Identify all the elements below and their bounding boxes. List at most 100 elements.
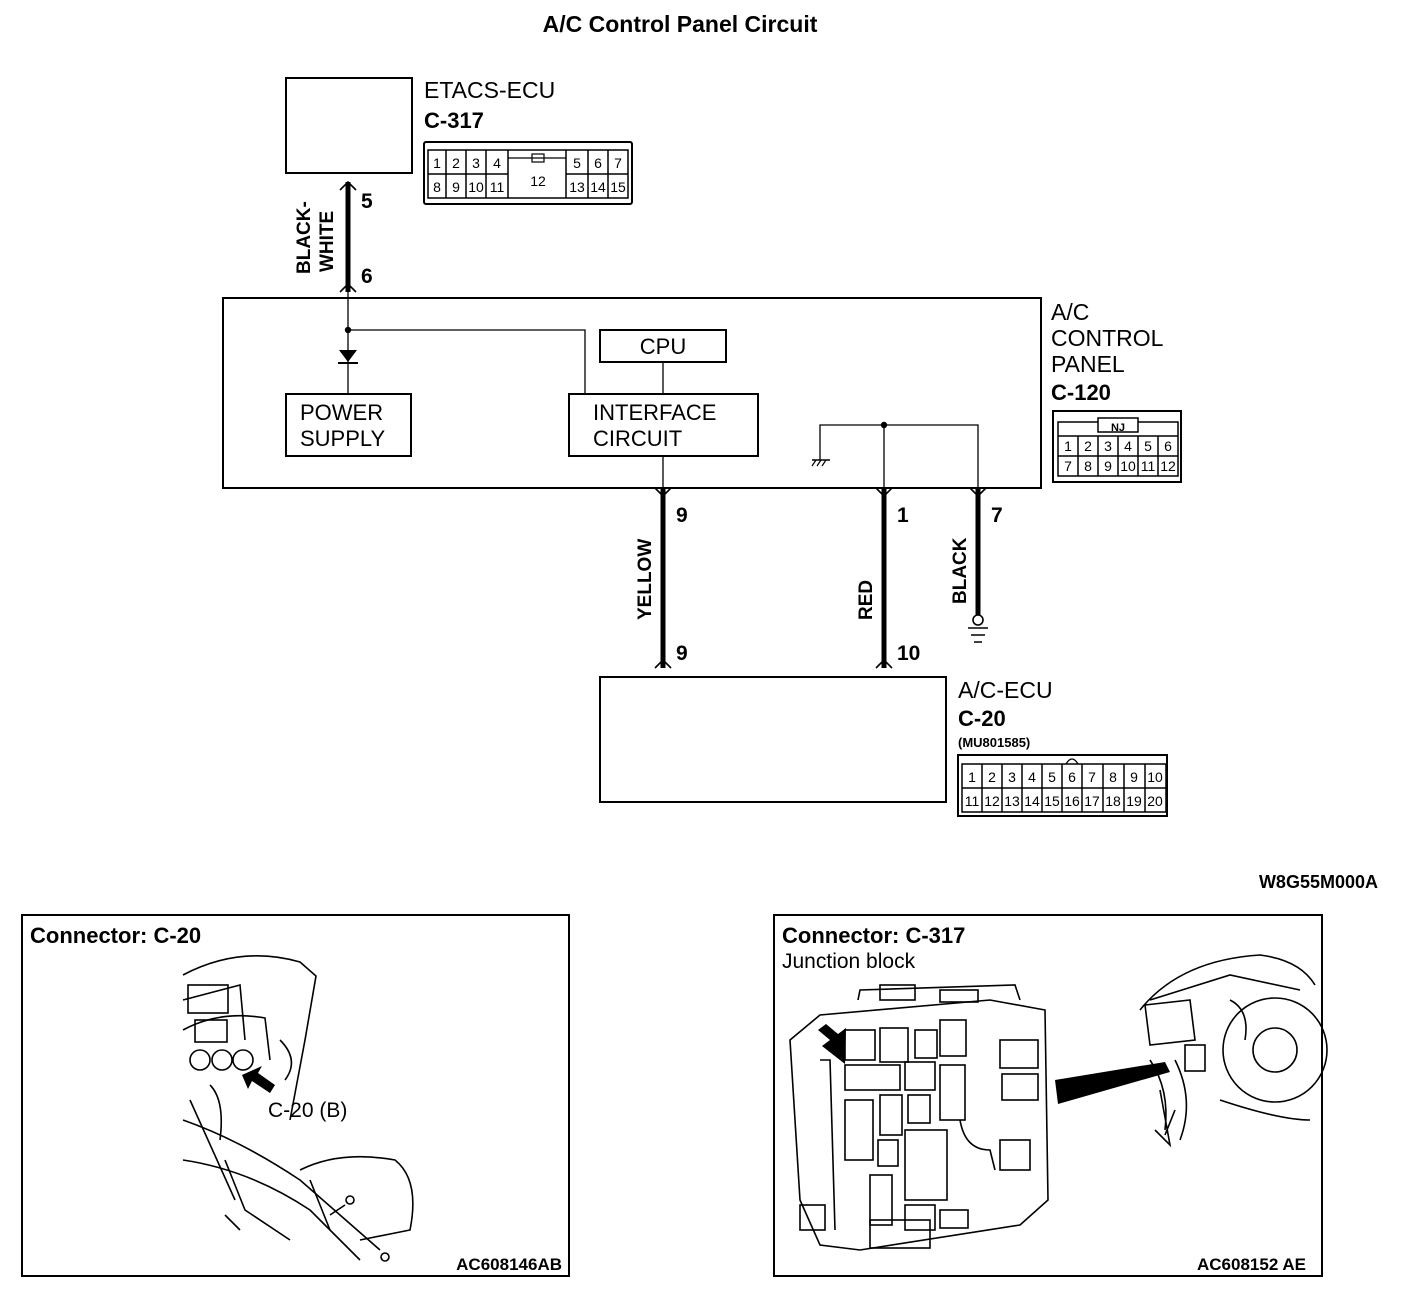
pin-panel-7: 7 <box>991 504 1003 527</box>
c20-pin-8: 8 <box>1109 769 1117 785</box>
body-ground-icon <box>968 614 988 643</box>
chassis-ground-icon <box>811 452 830 467</box>
interface-circuit-label-1: INTERFACE <box>593 400 716 425</box>
c317-pin-11: 11 <box>490 179 505 195</box>
ac-control-panel-box <box>222 297 1042 489</box>
c120-pin-9: 9 <box>1104 458 1112 474</box>
c317-pin-5: 5 <box>573 155 581 171</box>
pin-panel-9: 9 <box>676 504 688 527</box>
c317-pointer-arrow-icon <box>818 1024 846 1064</box>
c20-pin-9: 9 <box>1130 769 1138 785</box>
c120-pin-1: 1 <box>1064 438 1072 454</box>
c20-panel-title: Connector: C-20 <box>30 923 201 948</box>
c317-pin-10: 10 <box>468 179 484 195</box>
c317-location-panel <box>773 914 1323 1277</box>
etacs-ecu-box <box>285 77 413 174</box>
wire-color-black-white-1: BLACK- <box>294 201 315 274</box>
pin-acecu-10: 10 <box>897 642 920 665</box>
dashboard-illustration <box>1139 954 1328 1148</box>
c20-pin-4: 4 <box>1028 769 1036 785</box>
c120-pin-5: 5 <box>1144 438 1152 454</box>
ac-ecu-box <box>599 676 947 803</box>
c20-pin-5: 5 <box>1048 769 1056 785</box>
c317-pin-3: 3 <box>472 155 480 171</box>
pin-acecu-9: 9 <box>676 642 688 665</box>
wire-color-black-white-2: WHITE <box>317 211 338 272</box>
c317-pin-15: 15 <box>610 179 626 195</box>
c20-pin-16: 16 <box>1064 793 1080 809</box>
c20-figure-code: AC608146AB <box>456 1255 562 1274</box>
c20-pin-6: 6 <box>1068 769 1076 785</box>
c20-pin-19: 19 <box>1126 793 1142 809</box>
c20-pin-3: 3 <box>1008 769 1016 785</box>
connector-mark-etacs-out <box>339 180 357 191</box>
c120-pin-10: 10 <box>1120 458 1136 474</box>
panel-label-1: A/C <box>1051 299 1089 325</box>
c120-pin-2: 2 <box>1084 438 1092 454</box>
etacs-connector-id: C-317 <box>424 108 484 133</box>
panel-label-2: CONTROL <box>1051 325 1164 351</box>
connector-c20-face <box>957 754 1168 817</box>
c317-panel-title: Connector: C-317 <box>782 923 965 948</box>
connector-mark-panel-in <box>339 282 357 293</box>
power-supply-label-2: SUPPLY <box>300 426 386 451</box>
power-supply-label-1: POWER <box>300 400 383 425</box>
c20-location-illustration <box>182 955 414 1262</box>
c120-pin-11: 11 <box>1141 458 1156 474</box>
c120-tag: NJ <box>1111 422 1125 434</box>
zoom-wedge <box>1055 1062 1170 1104</box>
c20-location-panel <box>21 914 570 1277</box>
c20-pin-17: 17 <box>1084 793 1100 809</box>
c20-pointer-arrow-icon <box>242 1066 275 1093</box>
c317-pin-6: 6 <box>594 155 602 171</box>
ac-ecu-part-number: (MU801585) <box>958 735 1030 750</box>
connector-c317-face <box>423 141 633 205</box>
c317-panel-subtitle: Junction block <box>782 950 916 973</box>
c317-pin-7: 7 <box>614 155 622 171</box>
c317-pin-8: 8 <box>433 179 441 195</box>
c317-pin-12: 12 <box>530 173 546 189</box>
panel-label-3: PANEL <box>1051 351 1125 377</box>
c120-pin-8: 8 <box>1084 458 1092 474</box>
ac-ecu-label: A/C-ECU <box>958 677 1053 703</box>
power-supply-box <box>285 393 412 457</box>
connector-c120-face <box>1052 410 1182 483</box>
c317-pin-4: 4 <box>493 155 501 171</box>
c20-pin-12: 12 <box>984 793 1000 809</box>
c317-pin-9: 9 <box>452 179 460 195</box>
c20-pin-20: 20 <box>1147 793 1163 809</box>
panel-connector-id: C-120 <box>1051 380 1111 405</box>
wire-color-red: RED <box>856 580 877 620</box>
c120-pin-7: 7 <box>1064 458 1072 474</box>
c20-pin-7: 7 <box>1088 769 1096 785</box>
c120-pin-3: 3 <box>1104 438 1112 454</box>
c120-pin-6: 6 <box>1164 438 1172 454</box>
wire-color-black: BLACK <box>950 537 971 604</box>
c317-pin-1: 1 <box>433 155 441 171</box>
c20-pin-1: 1 <box>968 769 976 785</box>
c317-pin-14: 14 <box>590 179 606 195</box>
c317-figure-code: AC608152 AE <box>1197 1255 1306 1274</box>
etacs-ecu-label: ETACS-ECU <box>424 77 555 103</box>
c20-pin-11: 11 <box>965 793 980 809</box>
interface-circuit-label-2: CIRCUIT <box>593 426 682 451</box>
c120-pin-4: 4 <box>1124 438 1132 454</box>
c317-pin-2: 2 <box>452 155 460 171</box>
c20-pin-14: 14 <box>1024 793 1040 809</box>
c20-pin-13: 13 <box>1004 793 1020 809</box>
c20-pin-18: 18 <box>1105 793 1121 809</box>
cpu-label: CPU <box>640 334 686 359</box>
junction-block-illustration <box>789 984 1049 1251</box>
diagram-title: A/C Control Panel Circuit <box>543 11 818 37</box>
wire-color-yellow: YELLOW <box>635 539 656 620</box>
pin-panel-1: 1 <box>897 504 909 527</box>
diode-icon <box>339 350 357 362</box>
pin-panel-6: 6 <box>361 265 373 288</box>
c20-pin-15: 15 <box>1044 793 1060 809</box>
pin-etacs-5: 5 <box>361 190 373 213</box>
diagram-code: W8G55M000A <box>1259 872 1378 892</box>
c20-pin-2: 2 <box>988 769 996 785</box>
c20-pin-10: 10 <box>1147 769 1163 785</box>
c20-callout-label: C-20 (B) <box>268 1099 347 1122</box>
